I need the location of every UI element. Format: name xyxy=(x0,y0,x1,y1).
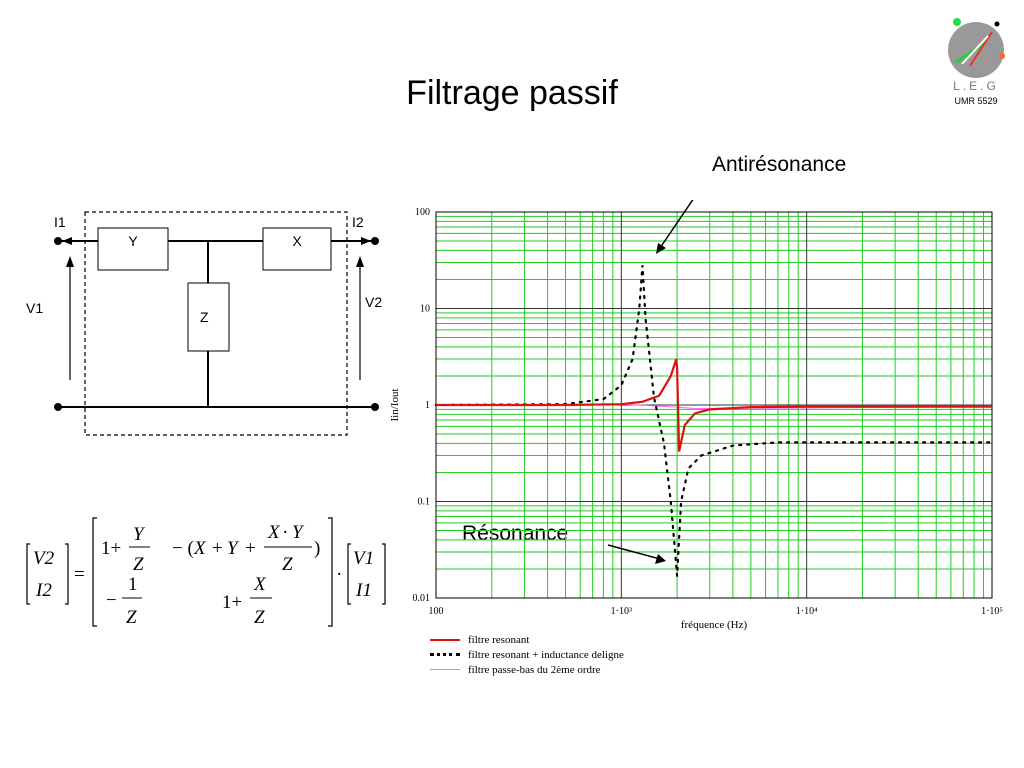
logo-dot-green xyxy=(953,18,961,26)
terminal-in-bottom xyxy=(54,403,62,411)
impedance-x-label: X xyxy=(292,233,302,249)
terminal-out-bottom xyxy=(371,403,379,411)
svg-text:Z: Z xyxy=(282,554,293,575)
impedance-z-label: Z xyxy=(200,309,209,325)
circuit-diagram: Y X Z I1 I2 V1 V2 xyxy=(26,211,382,436)
y-tick-label: 1 xyxy=(425,400,430,411)
logo-stroke-green xyxy=(955,42,985,64)
svg-text:·: · xyxy=(282,522,288,543)
resonance-arrow xyxy=(607,544,661,560)
logo-dot-black xyxy=(994,21,1000,27)
svg-text:Y: Y xyxy=(292,522,305,543)
legend-swatch xyxy=(430,669,460,670)
impedance-z-box xyxy=(187,282,230,352)
series-line-2 xyxy=(434,265,994,576)
x-axis-label: fréquence (Hz) xyxy=(681,619,748,631)
impedance-x-box xyxy=(262,227,332,271)
legend-item: filtre passe-bas du 2ème ordre xyxy=(430,662,624,677)
logo-stroke-red xyxy=(969,31,993,67)
current-i1-arrow xyxy=(62,237,72,245)
y-tick-label: 0.1 xyxy=(418,497,431,508)
antiresonance-annotation: Antirésonance xyxy=(712,153,847,176)
legend-label: filtre passe-bas du 2ème ordre xyxy=(468,663,601,676)
resonance-annotation: Résonance xyxy=(462,522,569,545)
legend-swatch xyxy=(430,653,460,656)
svg-text:X: X xyxy=(253,574,267,595)
frequency-response-chart: 100 1·10³ 1·10⁴ 1·10⁵ 0.01 0.1 1 10 100 fréquenc… xyxy=(390,200,1003,631)
logo-dot-orange xyxy=(999,53,1005,59)
lhs-i2: I2 xyxy=(35,580,52,601)
terminal-in-top xyxy=(54,237,62,245)
logo-subtitle: UMR 5529 xyxy=(954,96,997,106)
svg-text:Z: Z xyxy=(254,607,265,628)
svg-text:−: − xyxy=(106,590,117,611)
legend-label: filtre resonant + inductance deligne xyxy=(468,648,624,661)
y-tick-label: 100 xyxy=(415,207,430,218)
rhs-v1: V1 xyxy=(353,548,374,569)
current-i1-label: I1 xyxy=(54,214,66,230)
logo-stroke-white xyxy=(961,35,989,65)
svg-text:Y: Y xyxy=(133,524,146,545)
grid-minor xyxy=(436,212,992,598)
ticks-layer: 100 1·10³ 1·10⁴ 1·10⁵ 0.01 0.1 1 10 100 xyxy=(413,207,1003,617)
lhs-v2: V2 xyxy=(33,548,55,569)
svg-text:): ) xyxy=(314,538,320,559)
voltage-v1-label: V1 xyxy=(26,300,43,316)
series-layer xyxy=(434,265,994,576)
x-tick-label: 1·10³ xyxy=(611,606,632,617)
svg-text:Y: Y xyxy=(227,538,240,559)
quadripole-boundary xyxy=(84,211,348,436)
svg-text:+: + xyxy=(245,538,256,559)
antiresonance-arrow xyxy=(659,200,694,249)
terminal-out-top xyxy=(371,237,379,245)
legend-item: filtre resonant xyxy=(430,632,624,647)
svg-text:Z: Z xyxy=(133,554,144,575)
slide-title: Filtrage passif xyxy=(406,74,618,112)
y-tick-label: 10 xyxy=(420,304,430,315)
svg-text:1+: 1+ xyxy=(101,538,121,559)
current-i2-arrow xyxy=(361,237,371,245)
voltage-v2-arrow xyxy=(356,256,364,267)
svg-text:1: 1 xyxy=(128,574,138,595)
y-axis-label: Iin/Iout xyxy=(390,389,401,422)
impedance-y-label: Y xyxy=(128,233,138,249)
svg-text:·: · xyxy=(336,564,342,585)
legend-label: filtre resonant xyxy=(468,633,530,646)
svg-text:+: + xyxy=(212,538,223,559)
impedance-y-box xyxy=(97,227,169,271)
voltage-v1-arrow xyxy=(66,256,74,267)
x-tick-label: 100 xyxy=(429,606,444,617)
rhs-i1: I1 xyxy=(355,580,372,601)
svg-text:Z: Z xyxy=(126,607,137,628)
voltage-v2-label: V2 xyxy=(365,294,382,310)
x-tick-label: 1·10⁵ xyxy=(981,606,1003,617)
legend-item: filtre resonant + inductance deligne xyxy=(430,647,624,662)
svg-text:− (: − ( xyxy=(172,538,194,559)
chart-legend: filtre resonant filtre resonant + inducta… xyxy=(430,632,624,677)
legend-swatch xyxy=(430,638,460,641)
svg-text:X: X xyxy=(193,538,207,559)
logo-letters: L.E.G xyxy=(953,79,999,93)
series-line-1 xyxy=(436,358,992,452)
svg-text:=: = xyxy=(74,564,85,585)
x-tick-label: 1·10⁴ xyxy=(796,606,818,617)
transfer-matrix-formula: V2 I2 = 1+ Y Z − ( X + Y + X · Y Z ) − 1… xyxy=(26,517,386,628)
y-tick-label: 0.01 xyxy=(413,593,431,604)
svg-text:1+: 1+ xyxy=(222,592,242,613)
leg-logo: L.E.G UMR 5529 xyxy=(948,18,1005,106)
current-i2-label: I2 xyxy=(352,214,364,230)
svg-text:X: X xyxy=(267,522,281,543)
